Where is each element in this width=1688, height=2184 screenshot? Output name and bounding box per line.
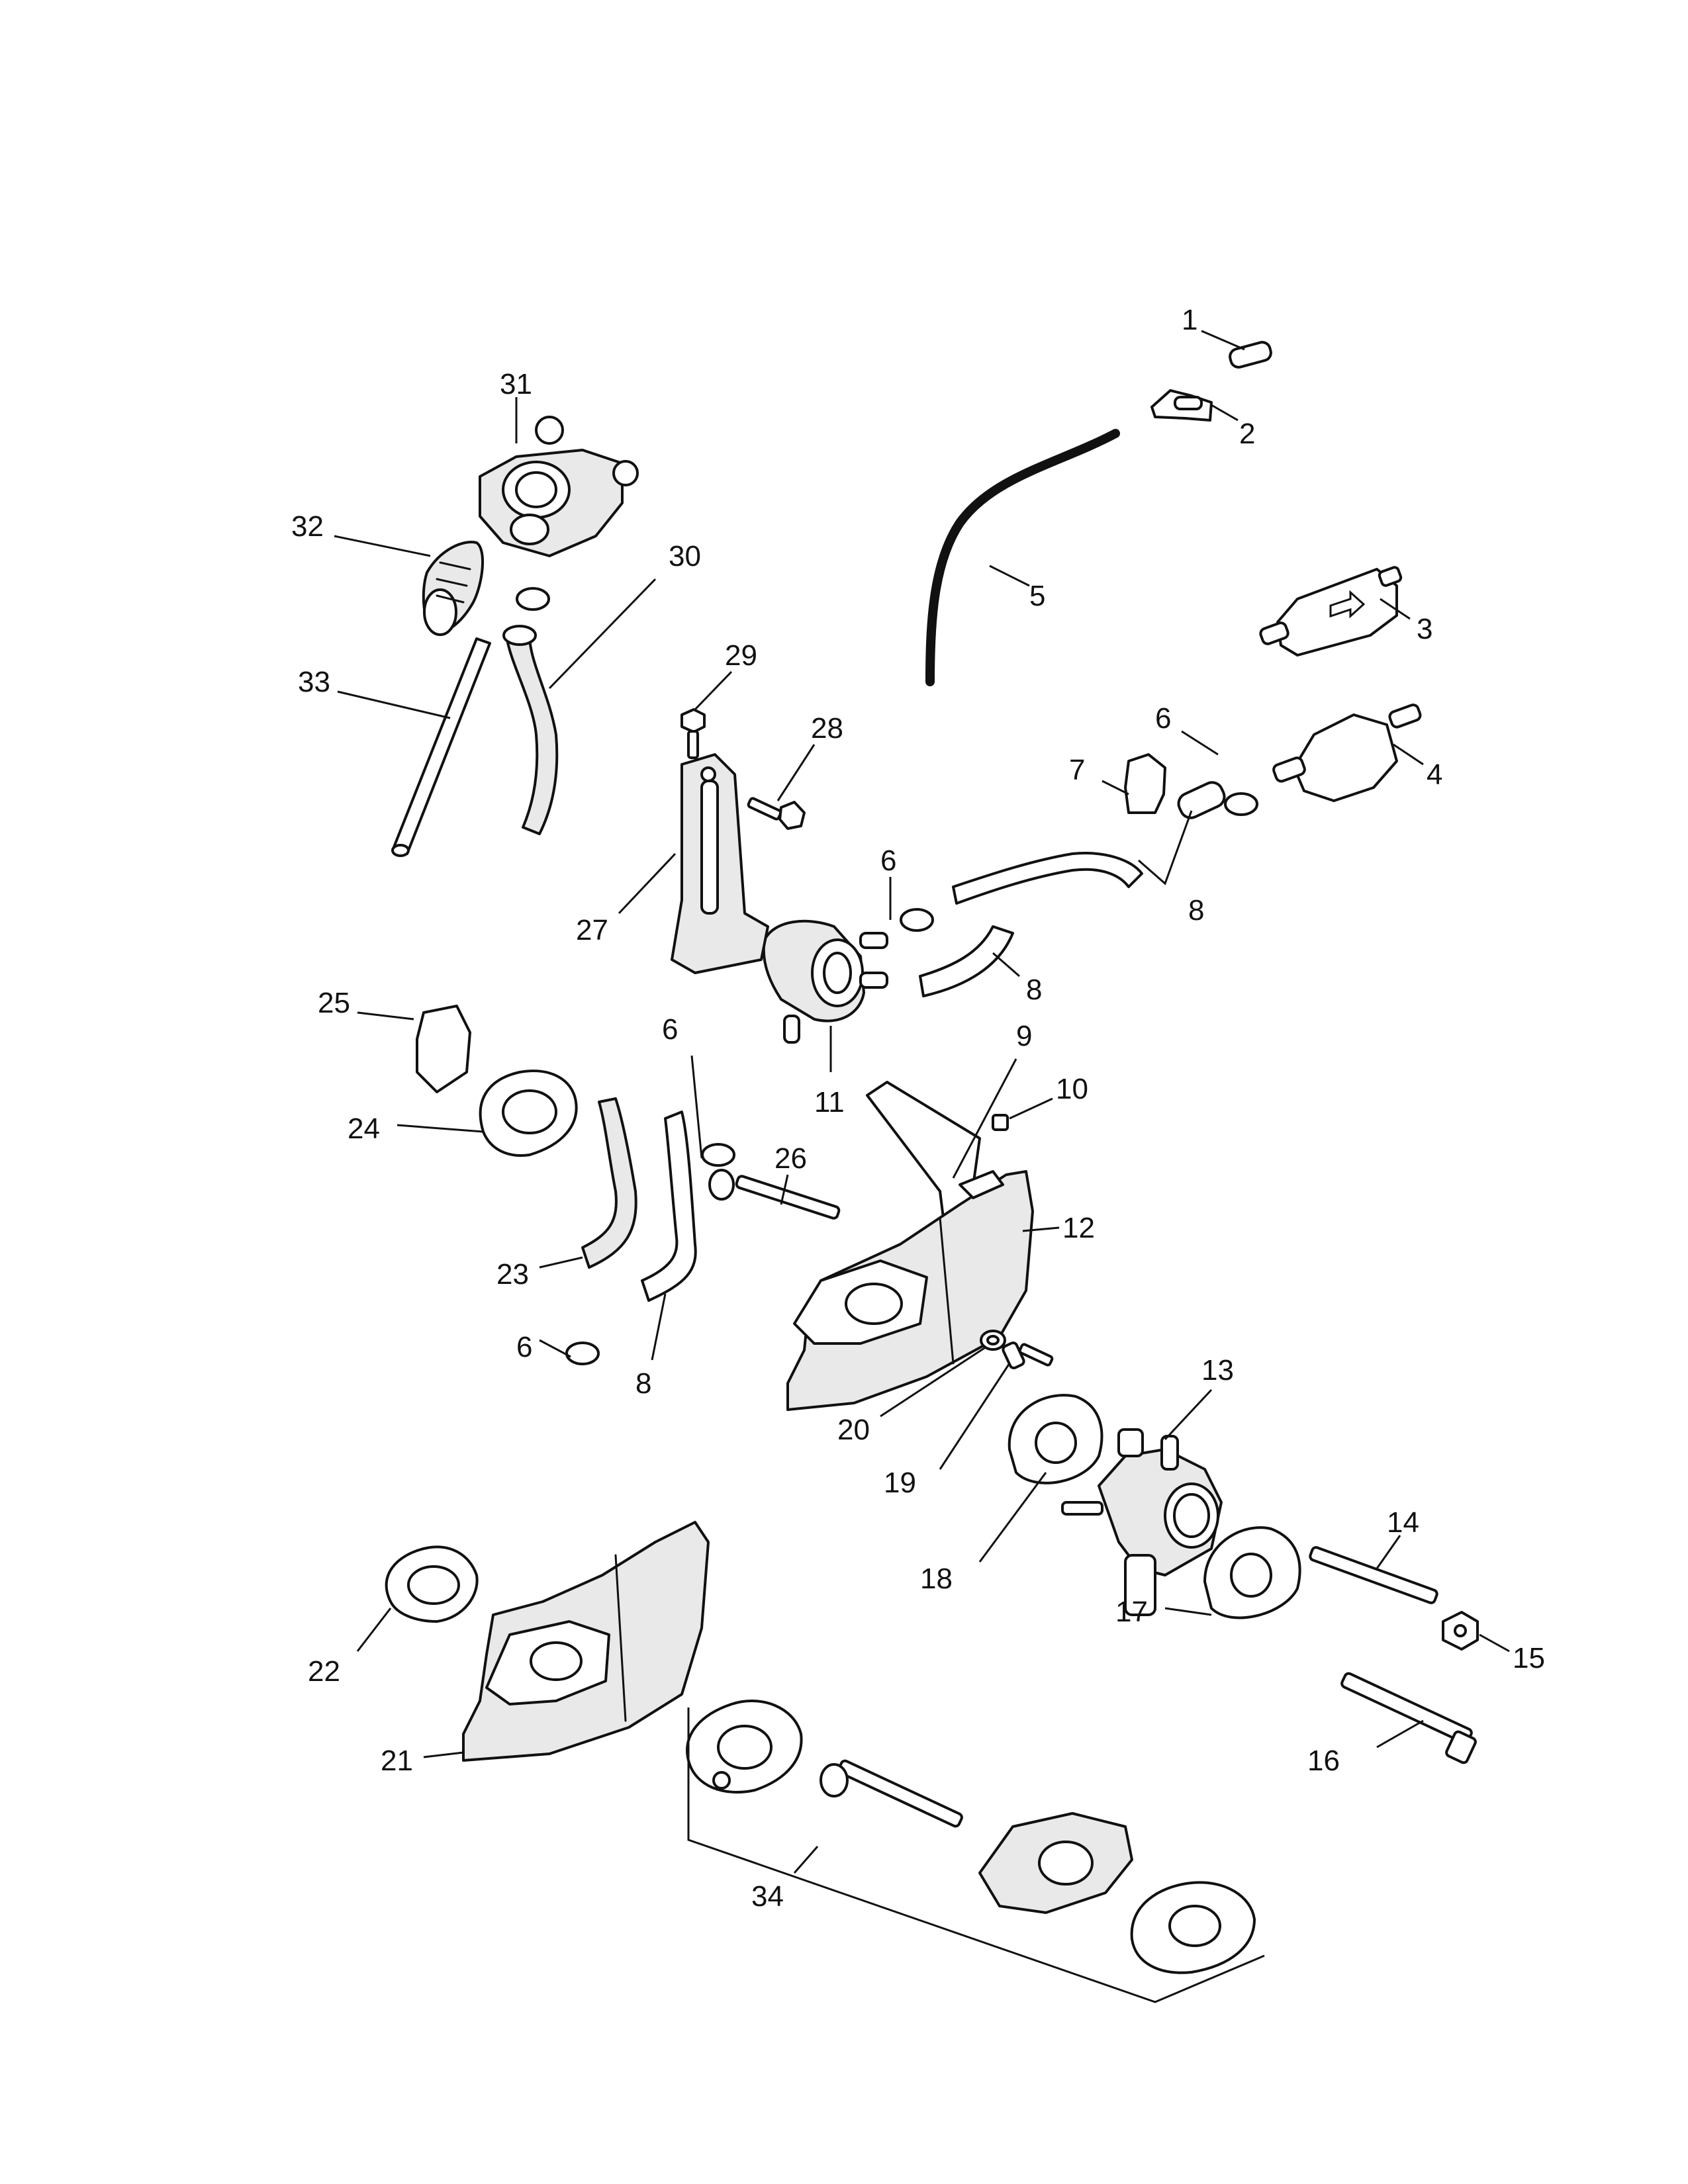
callout-31: 31 bbox=[500, 368, 532, 400]
callout-26: 26 bbox=[774, 1142, 807, 1175]
part-20-washer bbox=[980, 1330, 1006, 1351]
part-29-screw bbox=[680, 708, 706, 759]
part-15-nut bbox=[1442, 1611, 1479, 1651]
part-5-fuel-line bbox=[925, 429, 1120, 686]
part-7-hose-clip bbox=[1124, 753, 1166, 814]
part-32-strainer bbox=[422, 541, 484, 636]
part-13-carburetor bbox=[1061, 1428, 1223, 1616]
callout-7: 7 bbox=[1069, 754, 1085, 786]
part-26-bolt bbox=[708, 1169, 841, 1220]
callout-29: 29 bbox=[725, 639, 757, 672]
part-28-screw bbox=[747, 797, 806, 830]
callout-11: 11 bbox=[814, 1086, 845, 1118]
callout-17: 17 bbox=[1115, 1596, 1148, 1628]
callout-19: 19 bbox=[884, 1467, 916, 1499]
part-27-bracket bbox=[671, 753, 769, 974]
callout-8-c: 8 bbox=[635, 1367, 651, 1400]
callout-numbers: 1 2 3 4 5 6 7 8 9 10 11 12 13 14 15 16 1… bbox=[291, 304, 1545, 1913]
part-16-bolt bbox=[1340, 1672, 1477, 1764]
callout-32: 32 bbox=[291, 510, 324, 543]
part-19-screw bbox=[1002, 1342, 1054, 1369]
callout-5: 5 bbox=[1029, 580, 1045, 612]
callout-8-b: 8 bbox=[1026, 974, 1042, 1006]
callout-10: 10 bbox=[1056, 1073, 1088, 1105]
callout-1: 1 bbox=[1182, 304, 1197, 336]
part-17-gasket bbox=[1203, 1526, 1301, 1619]
callout-13: 13 bbox=[1201, 1354, 1234, 1387]
leader-lines bbox=[334, 330, 1510, 1874]
part-33-tube bbox=[391, 637, 491, 857]
callout-27: 27 bbox=[576, 914, 608, 946]
part-3-fuel-filter bbox=[1259, 566, 1403, 657]
callout-34: 34 bbox=[751, 1880, 784, 1913]
callout-6: 6 bbox=[1155, 702, 1171, 735]
callout-6-d: 6 bbox=[516, 1331, 532, 1363]
part-34-kit bbox=[686, 1700, 1265, 2003]
callout-2: 2 bbox=[1239, 418, 1255, 450]
callout-6-b: 6 bbox=[880, 844, 896, 877]
callout-22: 22 bbox=[308, 1655, 340, 1688]
callout-28: 28 bbox=[811, 712, 843, 745]
part-8-hose bbox=[641, 781, 1226, 1302]
part-6-hose-clamp bbox=[516, 587, 1258, 1365]
callout-3: 3 bbox=[1417, 613, 1432, 645]
callout-6-c: 6 bbox=[662, 1013, 678, 1046]
callout-16: 16 bbox=[1307, 1745, 1340, 1777]
part-23-hose bbox=[581, 1097, 637, 1269]
part-4-fuel-filter bbox=[1272, 704, 1422, 802]
callout-23: 23 bbox=[496, 1258, 529, 1291]
part-21-housing bbox=[462, 1521, 710, 1762]
part-2-clip bbox=[1150, 389, 1213, 422]
part-22-gasket bbox=[385, 1545, 479, 1623]
part-11-fuel-pump bbox=[762, 919, 888, 1044]
callout-15: 15 bbox=[1513, 1642, 1545, 1674]
part-10-screw bbox=[992, 1114, 1009, 1131]
part-30-hose bbox=[502, 625, 559, 835]
callout-8: 8 bbox=[1188, 894, 1204, 927]
part-31-fuel-valve bbox=[479, 416, 639, 557]
part-14-stud bbox=[1309, 1546, 1438, 1604]
part-25-clip bbox=[416, 1005, 471, 1093]
callout-20: 20 bbox=[837, 1414, 870, 1446]
callout-4: 4 bbox=[1427, 758, 1442, 791]
callout-12: 12 bbox=[1062, 1212, 1095, 1244]
part-12-housing bbox=[786, 1170, 1034, 1411]
part-18-gasket bbox=[1008, 1394, 1103, 1484]
callout-18: 18 bbox=[920, 1563, 953, 1595]
callout-21: 21 bbox=[381, 1745, 413, 1777]
callout-24: 24 bbox=[348, 1113, 380, 1145]
callout-9: 9 bbox=[1016, 1020, 1032, 1052]
callout-25: 25 bbox=[318, 987, 350, 1019]
callout-33: 33 bbox=[298, 666, 330, 698]
part-24-gasket bbox=[479, 1069, 578, 1157]
callout-30: 30 bbox=[669, 540, 701, 572]
callout-14: 14 bbox=[1387, 1506, 1419, 1539]
